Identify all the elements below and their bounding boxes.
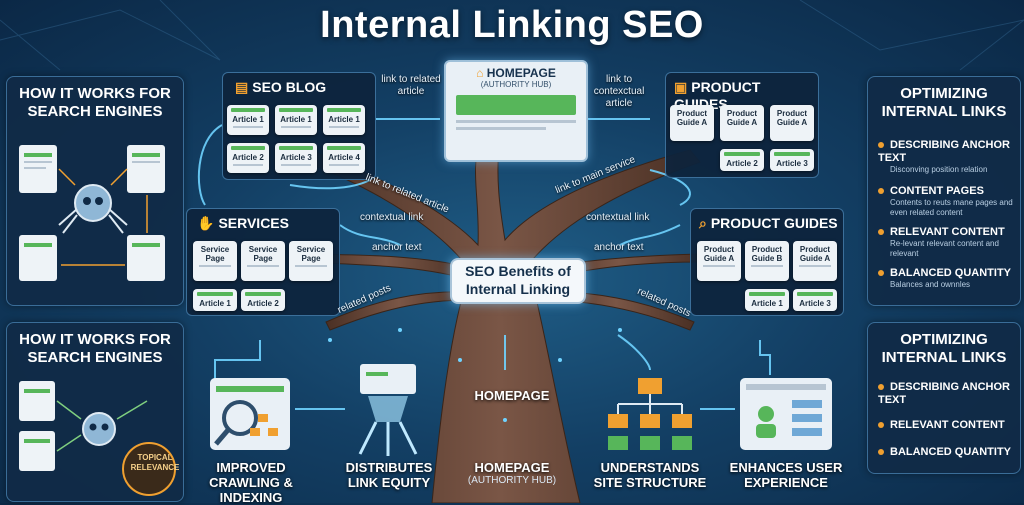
- right-top-item-2: CONTENT PAGES: [878, 185, 1016, 198]
- seo-blog-title: ▤SEO BLOG: [235, 79, 327, 95]
- right-top-item-4: BALANCED QUANTITY: [878, 267, 1016, 280]
- services-title: ✋SERVICES: [197, 215, 289, 231]
- product-guides-top-section: ▣PRODUCT GUIDES Product Guide A Product …: [665, 72, 819, 178]
- service-article-card[interactable]: Article 2: [241, 289, 285, 311]
- page-title: Internal Linking SEO: [320, 4, 704, 46]
- right-top-item-3-sub: Re-levant relevant content and relevant: [890, 239, 999, 258]
- right-top-item-2-sub: Contents to reuts mane pages and even re…: [890, 198, 1013, 217]
- product-article-card[interactable]: Article 3: [793, 289, 837, 311]
- services-section: ✋SERVICES Service Page Service Page Serv…: [186, 208, 340, 316]
- homepage-subtitle: (AUTHORITY HUB): [480, 80, 552, 89]
- trunk-bottom-subtitle: (AUTHORITY HUB): [467, 475, 557, 486]
- homepage-hub[interactable]: ⌂ HOMEPAGE (AUTHORITY HUB): [444, 60, 588, 162]
- right-bottom-item-2: RELEVANT CONTENT: [878, 419, 1016, 432]
- right-top-item-4-sub: Balances and ownnles: [890, 280, 971, 289]
- benefit-link-equity-label: DISTRIBUTES LINK EQUITY: [345, 460, 433, 490]
- product-guide-card[interactable]: Product Guide A: [720, 105, 764, 141]
- home-icon: ⌂: [476, 66, 487, 80]
- left-panel-bottom: HOW IT WORKS FOR SEARCH ENGINES TOPICAL …: [6, 322, 184, 502]
- right-panel-bottom: OPTIMIZING INTERNAL LINKS DESCRIBING ANC…: [867, 322, 1021, 474]
- service-page-card[interactable]: Service Page: [241, 241, 285, 281]
- product-guide-card[interactable]: Product Guide B: [745, 241, 789, 281]
- topical-relevance-badge: TOPICAL RELEVANCE: [130, 453, 180, 472]
- blog-card[interactable]: Article 3: [275, 143, 317, 173]
- user-experience-illustration: [740, 378, 832, 450]
- crawler-spider-illustration: [19, 145, 165, 281]
- product-guide-card[interactable]: Product Guide A: [770, 105, 814, 141]
- magnifier-icon: [214, 386, 284, 446]
- right-bottom-item-3: BALANCED QUANTITY: [878, 446, 1016, 459]
- service-page-card[interactable]: Service Page: [193, 241, 237, 281]
- seo-blog-section: ▤SEO BLOG Article 1 Article 1 Article 1 …: [222, 72, 376, 180]
- benefit-site-structure-label: UNDERSTANDS SITE STRUCTURE: [593, 460, 707, 490]
- crawling-illustration: [210, 378, 290, 450]
- blog-icon: ▤: [235, 79, 249, 95]
- blog-card[interactable]: Article 1: [323, 105, 365, 135]
- blog-card[interactable]: Article 2: [227, 143, 269, 173]
- box-icon: ▣: [674, 79, 688, 95]
- right-top-item-1: DESCRIBING ANCHOR TEXT: [878, 139, 1010, 164]
- link-label-anchor-right: anchor text: [594, 242, 644, 253]
- service-article-card[interactable]: Article 1: [193, 289, 237, 311]
- left-panel-bottom-heading: HOW IT WORKS FOR SEARCH ENGINES: [19, 331, 171, 366]
- blog-card[interactable]: Article 4: [323, 143, 365, 173]
- product-article-card[interactable]: Article 1: [745, 289, 789, 311]
- service-page-card[interactable]: Service Page: [289, 241, 333, 281]
- seo-benefits-center-box: SEO Benefits of Internal Linking: [450, 258, 586, 304]
- link-equity-illustration: [352, 362, 424, 458]
- handshake-icon: ✋: [197, 215, 215, 231]
- left-panel-top-heading: HOW IT WORKS FOR SEARCH ENGINES: [19, 85, 171, 120]
- link-label-related-article: link to related article: [381, 74, 441, 97]
- user-flow-icon: [746, 384, 826, 438]
- trunk-homepage-label: HOMEPAGE: [474, 388, 550, 403]
- right-top-item-1-sub: Disconving position relation: [890, 165, 988, 174]
- search-doc-icon: ⌕: [699, 215, 707, 231]
- product-guide-card[interactable]: Product Guide A: [670, 105, 714, 141]
- trunk-bottom-title: HOMEPAGE: [474, 460, 550, 475]
- homepage-line: [456, 120, 576, 123]
- link-label-contextual-article: link to contexctual article: [593, 74, 645, 109]
- benefit-user-experience-label: ENHANCES USER EXPERIENCE: [729, 460, 843, 490]
- left-panel-top: HOW IT WORKS FOR SEARCH ENGINES: [6, 76, 184, 306]
- blog-card[interactable]: Article 1: [275, 105, 317, 135]
- blog-card[interactable]: Article 1: [227, 105, 269, 135]
- benefit-crawling-label: IMPROVED CRAWLING & INDEXING: [209, 460, 293, 505]
- hierarchy-icon: [608, 378, 692, 450]
- right-panel-top-heading: OPTIMIZING INTERNAL LINKS: [881, 85, 1007, 120]
- flow-funnel-icon: [358, 364, 418, 456]
- homepage-line: [456, 127, 546, 130]
- right-panel-bottom-heading: OPTIMIZING INTERNAL LINKS: [881, 331, 1007, 366]
- product-article-card[interactable]: Article 3: [770, 149, 814, 171]
- product-article-card[interactable]: Article 2: [720, 149, 764, 171]
- right-top-item-3: RELEVANT CONTENT: [878, 226, 1016, 239]
- right-panel-top: OPTIMIZING INTERNAL LINKS DESCRIBING ANC…: [867, 76, 1021, 306]
- link-label-contextual-right: contextual link: [586, 212, 650, 223]
- site-structure-illustration: [604, 374, 696, 454]
- homepage-hero-bar: [456, 95, 576, 115]
- product-guides-mid-title: ⌕PRODUCT GUIDES: [699, 215, 838, 231]
- crawler-spider-illustration-2: [19, 381, 176, 496]
- right-bottom-item-1: DESCRIBING ANCHOR TEXT: [878, 381, 1010, 406]
- link-label-contextual-left: contextual link: [360, 212, 424, 223]
- product-guide-card[interactable]: Product Guide A: [697, 241, 741, 281]
- link-label-anchor-left: anchor text: [372, 242, 422, 253]
- product-guides-mid-section: ⌕PRODUCT GUIDES Product Guide A Product …: [690, 208, 844, 316]
- homepage-title: ⌂ HOMEPAGE: [476, 66, 556, 80]
- product-guide-card[interactable]: Product Guide A: [793, 241, 837, 281]
